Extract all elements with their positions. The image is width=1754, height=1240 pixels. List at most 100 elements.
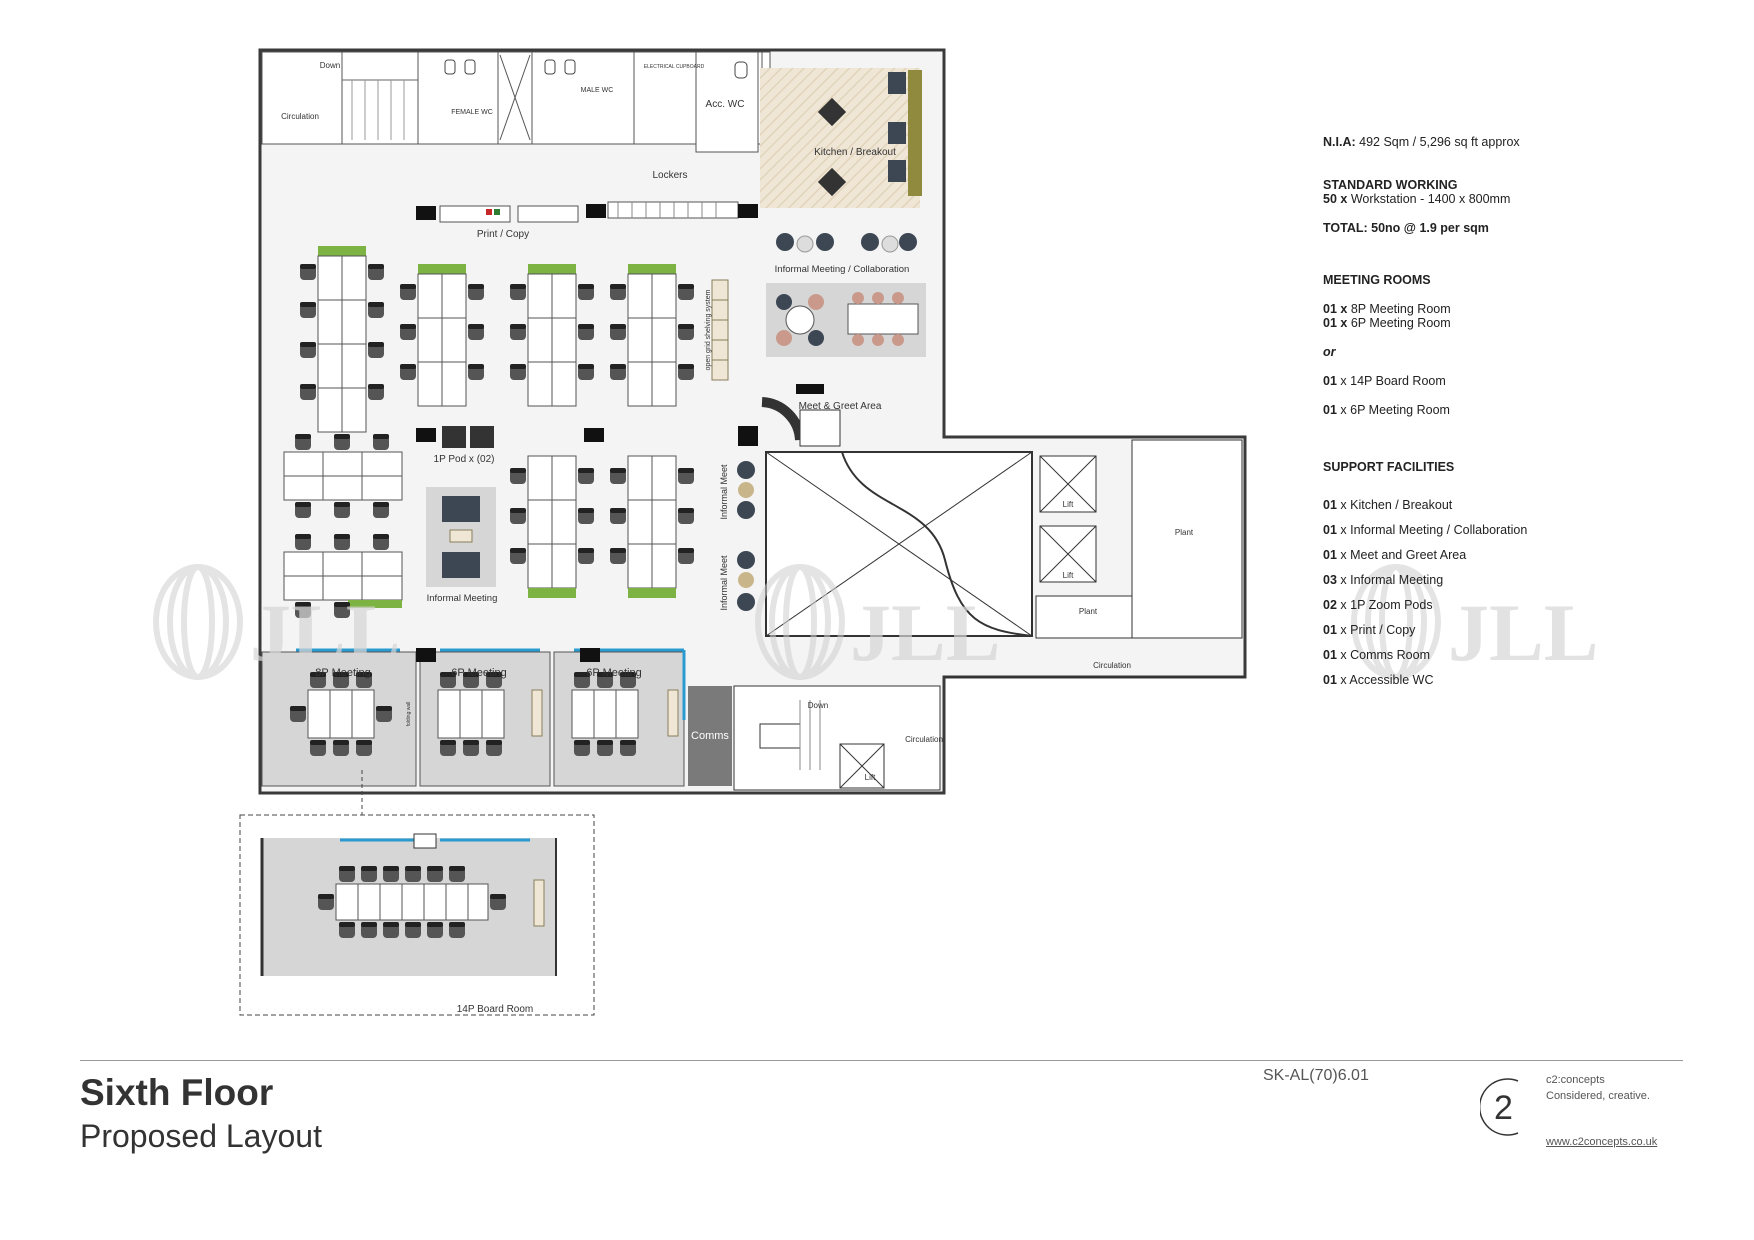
label-pod: 1P Pod x (02) <box>434 454 495 465</box>
mr3-desc: x 14P Board Room <box>1340 374 1446 388</box>
shelving-unit <box>711 279 729 381</box>
kitchen-tables <box>817 97 847 197</box>
support-row-1: 01 x Kitchen / Breakout <box>1323 498 1452 512</box>
mr4-row: 01 x 6P Meeting Room <box>1323 403 1450 417</box>
workstation-qty: 50 x <box>1323 192 1348 206</box>
zoom-pods <box>416 426 758 448</box>
svg-text:JLL: JLL <box>250 587 400 678</box>
label-informal-collab: Informal Meeting / Collaboration <box>775 264 910 275</box>
brand-name: c2:concepts <box>1546 1074 1605 1086</box>
meeting-heading: MEETING ROOMS <box>1323 273 1431 287</box>
label-plant-2: Plant <box>1079 607 1098 616</box>
total-row: TOTAL: 50no @ 1.9 per sqm <box>1323 221 1489 235</box>
mr1-desc: 8P Meeting Room <box>1350 302 1451 316</box>
board-room-plan <box>260 833 557 976</box>
nia-value: 492 Sqm / 5,296 sq ft approx <box>1359 135 1520 149</box>
svg-text:JLL: JLL <box>850 587 1000 678</box>
label-female-wc: FEMALE WC <box>451 109 493 116</box>
label-acc-wc: Acc. WC <box>706 99 745 110</box>
workstations-top <box>317 246 677 433</box>
workstation-desc: Workstation - 1400 x 800mm <box>1350 192 1511 206</box>
label-print-copy: Print / Copy <box>477 229 529 240</box>
s5-qty: 02 <box>1323 598 1337 612</box>
lower-core <box>733 676 1245 791</box>
label-shelving: open grid shelving system <box>705 289 712 370</box>
s6-desc: x Print / Copy <box>1340 623 1416 637</box>
mr4-qty: 01 <box>1323 403 1337 417</box>
svg-text:JLL: JLL <box>1448 587 1598 678</box>
mr2-desc: 6P Meeting Room <box>1350 316 1451 330</box>
svg-text:2: 2 <box>1494 1089 1513 1127</box>
label-male-wc: MALE WC <box>581 87 614 94</box>
label-circulation-s: Circulation <box>905 735 943 744</box>
support-row-2: 01 x Informal Meeting / Collaboration <box>1323 523 1527 537</box>
s6-qty: 01 <box>1323 623 1337 637</box>
support-row-7: 01 x Comms Room <box>1323 648 1430 662</box>
collab-furniture <box>776 292 919 346</box>
label-board-room: 14P Board Room <box>457 1004 534 1015</box>
kitchen-units <box>888 70 922 196</box>
brand-tagline: Considered, creative. <box>1546 1090 1650 1102</box>
print-station <box>416 205 579 223</box>
collab-seating <box>776 233 917 253</box>
meeting-rooms <box>261 648 732 787</box>
label-electrical: ELECTRICAL CUPBOARD <box>644 64 705 70</box>
lift-cores <box>1035 439 1243 639</box>
mr3-qty: 01 <box>1323 374 1337 388</box>
s4-qty: 03 <box>1323 573 1337 587</box>
label-informal-meet-2: Informal Meet <box>719 555 729 611</box>
label-lift-2: Lift <box>1063 571 1074 580</box>
label-lockers: Lockers <box>652 170 687 181</box>
label-comms: Comms <box>691 730 729 742</box>
support-row-5: 02 x 1P Zoom Pods <box>1323 598 1433 612</box>
s8-desc: x Accessible WC <box>1340 673 1434 687</box>
s3-desc: x Meet and Greet Area <box>1340 548 1467 562</box>
label-6p-meeting-a: 6P Meeting <box>451 667 506 679</box>
label-down-top: Down <box>320 61 340 70</box>
label-informal-meeting: Informal Meeting <box>427 593 498 604</box>
s4-desc: x Informal Meeting <box>1340 573 1444 587</box>
drawing-subtitle: Proposed Layout <box>80 1118 322 1154</box>
board-room-inset <box>239 814 595 1016</box>
support-row-3: 01 x Meet and Greet Area <box>1323 548 1466 562</box>
support-row-8: 01 x Accessible WC <box>1323 673 1433 687</box>
workstations-middle <box>510 455 694 598</box>
support-row-6: 01 x Print / Copy <box>1323 623 1415 637</box>
label-kitchen: Kitchen / Breakout <box>814 147 896 158</box>
s2-desc: x Informal Meeting / Collaboration <box>1340 523 1528 537</box>
s2-qty: 01 <box>1323 523 1337 537</box>
atrium-void <box>765 451 1033 637</box>
label-plant-1: Plant <box>1175 528 1194 537</box>
s5-desc: x 1P Zoom Pods <box>1340 598 1433 612</box>
s7-desc: x Comms Room <box>1340 648 1430 662</box>
label-informal-meet-1: Informal Meet <box>719 464 729 520</box>
mr1-row: 01 x 8P Meeting Room <box>1323 302 1451 316</box>
mr2-row: 01 x 6P Meeting Room <box>1323 316 1451 330</box>
brand-url-link[interactable]: www.c2concepts.co.uk <box>1546 1136 1658 1148</box>
label-lift-3: Lift <box>865 773 876 782</box>
spiral-stair <box>761 384 841 447</box>
label-lift-1: Lift <box>1063 500 1074 509</box>
jll-watermark-text: JLL JLL JLL <box>250 587 1598 678</box>
c2-logo-icon: 2 <box>1480 1078 1519 1136</box>
drawing-number: SK-AL(70)6.01 <box>1263 1067 1369 1084</box>
support-row-4: 03 x Informal Meeting <box>1323 573 1443 587</box>
support-heading: SUPPORT FACILITIES <box>1323 460 1455 474</box>
workstation-row: 50 x Workstation - 1400 x 800mm <box>1323 192 1510 206</box>
or-row: or <box>1323 345 1336 359</box>
drawing-title: Sixth Floor <box>80 1072 274 1113</box>
title-block-rule <box>80 1060 1683 1061</box>
mr3-row: 01 x 14P Board Room <box>1323 374 1446 388</box>
room-labels: Down Circulation FEMALE WC MALE WC ELECT… <box>281 61 1194 1015</box>
label-down-bottom: Down <box>808 701 828 710</box>
lockers <box>586 201 758 219</box>
workstations-left <box>283 434 403 618</box>
label-8p-meeting: 8P Meeting <box>315 667 370 679</box>
label-meet-greet: Meet & Greet Area <box>799 401 882 412</box>
nia-row: N.I.A: 492 Sqm / 5,296 sq ft approx <box>1323 135 1520 149</box>
mr1-qty: 01 x <box>1323 302 1348 316</box>
mr2-qty: 01 x <box>1323 316 1348 330</box>
s1-qty: 01 <box>1323 498 1337 512</box>
label-6p-meeting-b: 6P Meeting <box>586 667 641 679</box>
